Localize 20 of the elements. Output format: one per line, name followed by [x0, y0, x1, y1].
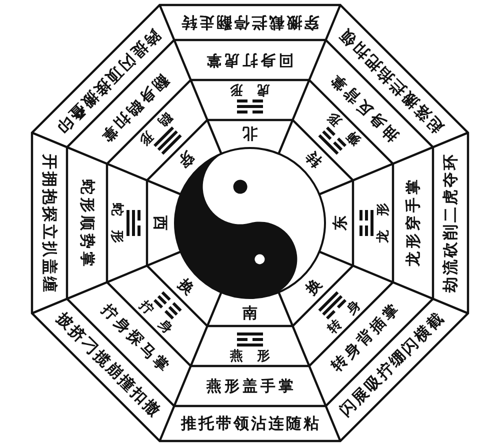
technique-label: 推托带领沾连随粘: [179, 415, 321, 433]
palm-name: 燕形盖手掌: [204, 378, 296, 394]
direction-label: 东: [332, 216, 348, 230]
direction-label: 南: [242, 304, 258, 322]
technique-label: 开拥抱探立扒盖缠: [40, 152, 58, 294]
direction-label: 穿: [175, 148, 198, 170]
direction-label: 换: [175, 276, 198, 298]
animal-label: 燕形: [216, 350, 284, 364]
animal-label: 龙形: [376, 189, 392, 257]
direction-label: 西: [152, 216, 168, 230]
direction-label: 转: [302, 148, 325, 170]
technique-label: 劫流砍削二虎夺环: [442, 152, 460, 294]
direction-label: 北: [242, 124, 258, 142]
direction-label: 换: [302, 276, 325, 298]
animal-label: 虎形: [216, 82, 284, 96]
animal-label: 蛇形: [108, 189, 124, 257]
palm-name: 回身打虎掌: [204, 52, 296, 68]
palm-name: 龙形穿手掌: [404, 176, 422, 270]
palm-name: 蛇形顺势掌: [78, 176, 96, 270]
technique-label: 穿搬截拦停翻走转: [179, 13, 321, 31]
